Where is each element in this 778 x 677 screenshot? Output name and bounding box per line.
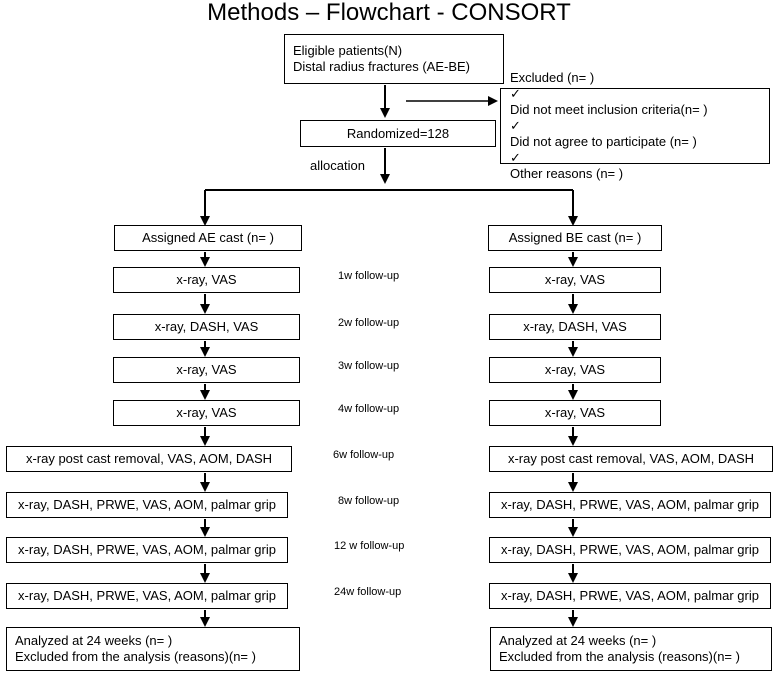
followup-label: 8w follow-up [338,495,400,507]
left-step-box: x-ray post cast removal, VAS, AOM, DASH [6,446,292,472]
excluded-item: ✓ Other reasons (n= ) [510,150,623,182]
allocation-label: allocation [310,158,365,173]
followup-label: 24w follow-up [334,586,402,598]
excluded-item-label: Did not meet inclusion criteria(n= ) [510,102,708,117]
check-icon: ✓ [510,150,521,165]
check-icon: ✓ [510,86,521,101]
followup-label: 12 w follow-up [334,540,405,552]
right-analyzed-box: Analyzed at 24 weeks (n= ) Excluded from… [490,627,772,671]
eligible-line-2: Distal radius fractures (AE-BE) [293,59,470,74]
left-step-box: x-ray, VAS [113,267,300,293]
followup-label: 4w follow-up [338,403,400,415]
left-analyzed-box: Analyzed at 24 weeks (n= ) Excluded from… [6,627,300,671]
right-analyzed-line: Analyzed at 24 weeks (n= ) [499,633,657,648]
assigned-be-box: Assigned BE cast (n= ) [488,225,662,251]
left-excluded-analysis-line: Excluded from the analysis (reasons)(n= … [15,649,256,664]
right-step-box: x-ray post cast removal, VAS, AOM, DASH [489,446,773,472]
assigned-ae-box: Assigned AE cast (n= ) [114,225,302,251]
excluded-heading: Excluded (n= ) [510,70,595,85]
right-step-box: x-ray, DASH, PRWE, VAS, AOM, palmar grip [489,583,771,609]
right-step-box: x-ray, DASH, PRWE, VAS, AOM, palmar grip [489,537,771,563]
right-step-box: x-ray, VAS [489,267,661,293]
excluded-item-label: Other reasons (n= ) [510,166,624,181]
left-step-box: x-ray, DASH, PRWE, VAS, AOM, palmar grip [6,492,288,518]
right-step-box: x-ray, DASH, PRWE, VAS, AOM, palmar grip [489,492,771,518]
followup-label: 2w follow-up [338,317,400,329]
eligible-line-1: Eligible patients(N) [293,43,403,58]
right-step-box: x-ray, VAS [489,357,661,383]
left-analyzed-line: Analyzed at 24 weeks (n= ) [15,633,173,648]
left-step-box: x-ray, VAS [113,400,300,426]
right-excluded-analysis-line: Excluded from the analysis (reasons)(n= … [499,649,740,664]
excluded-box: Excluded (n= ) ✓ Did not meet inclusion … [500,70,770,181]
left-step-box: x-ray, DASH, VAS [113,314,300,340]
followup-label: 3w follow-up [338,360,400,372]
diagram-title: Methods – Flowchart - CONSORT [207,0,571,26]
right-step-box: x-ray, DASH, VAS [489,314,661,340]
followup-label: 1w follow-up [338,270,400,282]
followup-label: 6w follow-up [333,449,395,461]
left-step-box: x-ray, DASH, PRWE, VAS, AOM, palmar grip [6,583,288,609]
excluded-item: ✓ Did not meet inclusion criteria(n= ) [510,86,708,118]
randomized-box: Randomized=128 [300,120,496,147]
check-icon: ✓ [510,118,521,133]
eligible-patients-box: Eligible patients(N) Distal radius fract… [284,34,504,84]
excluded-item: ✓ Did not agree to participate (n= ) [510,118,697,150]
left-step-box: x-ray, VAS [113,357,300,383]
excluded-item-label: Did not agree to participate (n= ) [510,134,697,149]
left-step-box: x-ray, DASH, PRWE, VAS, AOM, palmar grip [6,537,288,563]
right-step-box: x-ray, VAS [489,400,661,426]
